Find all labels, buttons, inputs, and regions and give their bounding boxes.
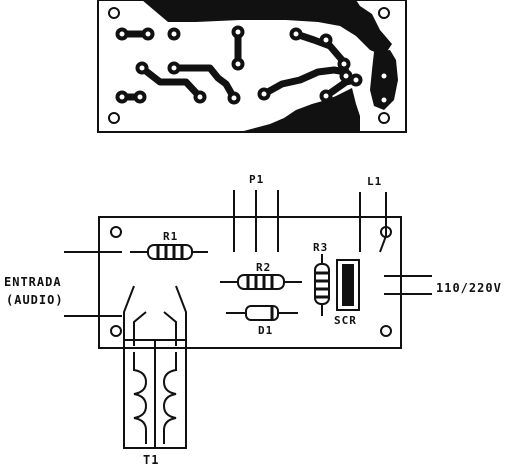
label-r2: R2 xyxy=(256,261,271,274)
label-audio: (AUDIO) xyxy=(6,293,64,307)
resistor-r2 xyxy=(220,274,302,290)
solder-pads xyxy=(115,25,391,107)
label-voltage: 110/220V xyxy=(436,281,502,295)
p1-leads xyxy=(233,190,279,252)
power-wires xyxy=(384,275,432,295)
resistor-r1 xyxy=(130,244,208,260)
label-d1: D1 xyxy=(258,324,273,337)
component-layout: ENTRADA (AUDIO) 110/220V R1 R2 R3 D1 P1 … xyxy=(4,173,502,465)
resistor-r3 xyxy=(314,254,330,316)
pcb-mounting-holes xyxy=(108,7,390,124)
label-entrada: ENTRADA xyxy=(4,275,62,289)
l1-leads xyxy=(359,192,387,253)
label-l1: L1 xyxy=(367,175,382,188)
component-board-outline xyxy=(98,216,402,349)
transformer-t1 xyxy=(123,285,187,449)
label-t1: T1 xyxy=(143,453,159,465)
scr-component xyxy=(336,259,360,311)
input-wires xyxy=(64,251,122,317)
diode-d1 xyxy=(226,305,298,321)
board-mounting-holes xyxy=(110,226,392,337)
copper-fill-top xyxy=(142,0,392,56)
label-r1: R1 xyxy=(163,230,178,243)
diagram-labels: ENTRADA (AUDIO) 110/220V R1 R2 R3 D1 P1 … xyxy=(4,173,502,465)
label-scr: SCR xyxy=(334,314,357,327)
label-r3: R3 xyxy=(313,241,328,254)
pcb-trace-layout xyxy=(97,0,407,133)
label-p1: P1 xyxy=(249,173,264,186)
